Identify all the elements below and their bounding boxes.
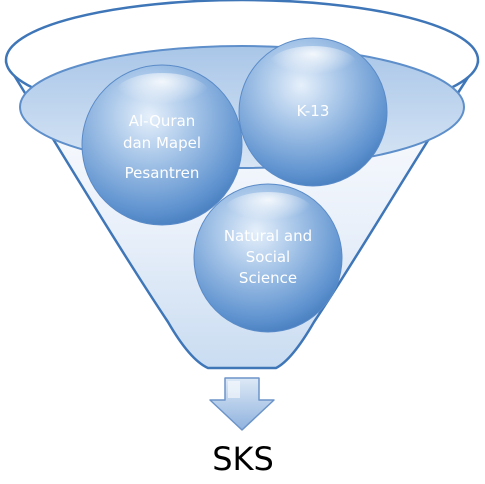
sphere-natural-line-2: Social	[246, 248, 290, 266]
sphere-k13: K-13	[238, 37, 388, 187]
sphere-alquran-line-3: Pesantren	[125, 164, 200, 182]
down-arrow-highlight	[228, 381, 240, 398]
sphere-alquran: Al-Quran dan Mapel Pesantren	[81, 64, 243, 226]
sphere-natural-line-3: Science	[239, 269, 297, 287]
sphere-k13-label: K-13	[297, 102, 330, 120]
sphere-natural-science: Natural and Social Science	[193, 183, 343, 333]
down-arrow-icon	[209, 377, 275, 431]
sphere-natural-line-1: Natural and	[224, 227, 312, 245]
sphere-alquran-line-1: Al-Quran	[129, 112, 196, 130]
output-label: SKS	[212, 440, 274, 478]
sphere-alquran-line-2: dan Mapel	[123, 134, 201, 152]
